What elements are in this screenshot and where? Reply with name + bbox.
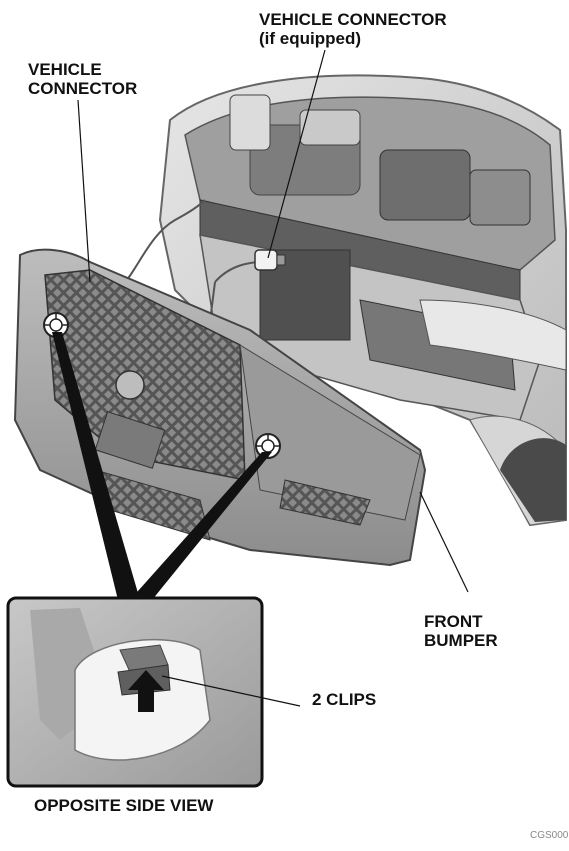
direction-arrow-icon bbox=[128, 670, 164, 712]
inset-caption: OPPOSITE SIDE VIEW bbox=[34, 796, 214, 815]
inset-detail-box bbox=[6, 596, 264, 788]
clips-label: 2 CLIPS bbox=[312, 690, 377, 709]
vehicle-connector-optional-label: VEHICLE CONNECTOR (if equipped) bbox=[259, 10, 447, 48]
front-bumper-label: FRONT BUMPER bbox=[424, 612, 498, 650]
vehicle-connector-optional-line1: VEHICLE CONNECTOR bbox=[259, 10, 447, 29]
leader-lines bbox=[77, 49, 469, 707]
inset-pointer-wedges bbox=[52, 332, 272, 600]
front-bumper-line2: BUMPER bbox=[424, 631, 498, 650]
front-bumper-line1: FRONT bbox=[424, 612, 483, 631]
vehicle-connector-optional-line2: (if equipped) bbox=[259, 29, 361, 48]
vehicle-body bbox=[158, 74, 567, 527]
figure-code: CGS0001 bbox=[530, 830, 569, 841]
vehicle-connector-label: VEHICLE CONNECTOR bbox=[28, 60, 137, 98]
vehicle-connector-line1: VEHICLE bbox=[28, 60, 102, 79]
vehicle-connector-line2: CONNECTOR bbox=[28, 79, 138, 98]
vehicle-connector-optional-icon bbox=[254, 249, 286, 271]
